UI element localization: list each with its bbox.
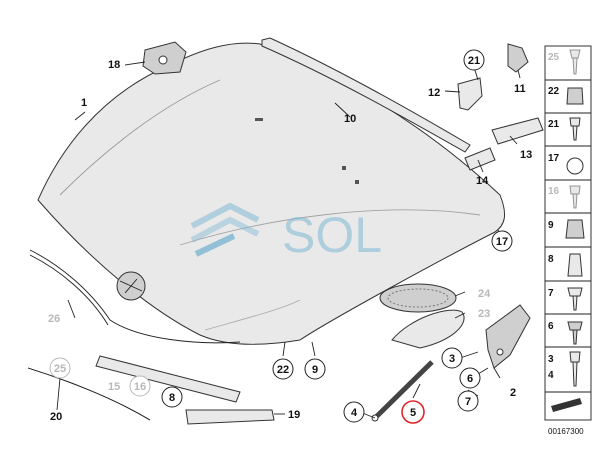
svg-text:3: 3 bbox=[449, 353, 455, 365]
bracket-12 bbox=[457, 77, 483, 111]
callout-3-circled: 3 bbox=[441, 347, 463, 369]
svg-text:25: 25 bbox=[54, 363, 66, 375]
side-item-4: 4 bbox=[548, 370, 554, 381]
stripe-15-16 bbox=[95, 355, 241, 403]
svg-text:7: 7 bbox=[465, 396, 471, 408]
callout-16-circled: 16 bbox=[129, 375, 151, 397]
insulation-mat-24 bbox=[379, 283, 457, 313]
callout-23: 23 bbox=[478, 308, 490, 320]
seal-strip-10 bbox=[261, 37, 471, 153]
buffer-14 bbox=[464, 147, 496, 171]
svg-text:8: 8 bbox=[169, 392, 175, 404]
callout-1: 1 bbox=[81, 97, 87, 109]
callout-5-circled-highlighted: 5 bbox=[401, 400, 425, 424]
side-item-8: 8 bbox=[548, 254, 554, 265]
side-item-3: 3 bbox=[548, 354, 554, 365]
svg-text:9: 9 bbox=[312, 364, 318, 376]
callout-10: 10 bbox=[344, 113, 356, 125]
side-item-21: 21 bbox=[548, 119, 560, 130]
callout-13: 13 bbox=[520, 149, 532, 161]
seal-26 bbox=[29, 249, 241, 344]
callout-12: 12 bbox=[428, 87, 440, 99]
callout-24: 24 bbox=[478, 288, 491, 300]
side-item-7: 7 bbox=[548, 288, 554, 299]
callout-18: 18 bbox=[108, 59, 120, 71]
watermark-logo-icon bbox=[190, 202, 260, 257]
callout-4-circled: 4 bbox=[343, 401, 365, 423]
seal-20 bbox=[27, 367, 151, 421]
watermark-text: SOL bbox=[282, 207, 382, 263]
callout-26: 26 bbox=[48, 313, 60, 325]
document-number: 00167300 bbox=[548, 427, 584, 436]
callout-15: 15 bbox=[108, 381, 120, 393]
side-panel: 25 22 21 17 16 9 8 7 6 3 4 bbox=[544, 45, 592, 421]
callout-22-circled: 22 bbox=[272, 358, 294, 380]
callout-19: 19 bbox=[288, 409, 300, 421]
clip-11 bbox=[507, 43, 529, 73]
side-item-9: 9 bbox=[548, 220, 554, 231]
callout-25-circled: 25 bbox=[49, 357, 71, 379]
svg-text:16: 16 bbox=[134, 381, 146, 393]
side-item-17: 17 bbox=[548, 153, 560, 164]
hood-panel bbox=[37, 42, 506, 345]
callout-9-circled: 9 bbox=[304, 358, 326, 380]
side-item-25: 25 bbox=[548, 52, 560, 63]
svg-text:6: 6 bbox=[467, 373, 473, 385]
callout-11: 11 bbox=[514, 83, 526, 95]
callout-8-circled: 8 bbox=[161, 386, 183, 408]
side-item-22: 22 bbox=[548, 86, 560, 97]
svg-text:4: 4 bbox=[351, 407, 358, 419]
callout-17-circled: 17 bbox=[491, 230, 513, 252]
callout-6-circled: 6 bbox=[459, 367, 481, 389]
callout-14: 14 bbox=[476, 175, 489, 187]
bracket-18 bbox=[142, 41, 187, 75]
side-item-6: 6 bbox=[548, 321, 554, 332]
svg-text:5: 5 bbox=[410, 407, 416, 419]
strip-19 bbox=[185, 409, 275, 425]
svg-text:17: 17 bbox=[496, 236, 508, 248]
side-item-16: 16 bbox=[548, 186, 560, 197]
hinge-2 bbox=[485, 304, 531, 369]
callout-7-circled: 7 bbox=[457, 390, 479, 412]
callout-20: 20 bbox=[50, 411, 62, 423]
watermark: SOL bbox=[190, 202, 382, 263]
insulation-frame-23 bbox=[391, 309, 465, 349]
circled-callouts: 21 17 22 9 3 6 7 4 bbox=[49, 49, 513, 424]
callout-2: 2 bbox=[510, 387, 516, 399]
svg-text:22: 22 bbox=[277, 364, 289, 376]
fastener-icons bbox=[551, 49, 585, 412]
buffer-13 bbox=[491, 117, 544, 145]
callout-21-circled: 21 bbox=[463, 49, 485, 71]
callout-labels: 1 2 10 11 12 13 14 18 19 20 24 23 26 15 bbox=[48, 59, 532, 423]
svg-text:21: 21 bbox=[468, 55, 480, 67]
hood-emblem bbox=[116, 271, 146, 301]
